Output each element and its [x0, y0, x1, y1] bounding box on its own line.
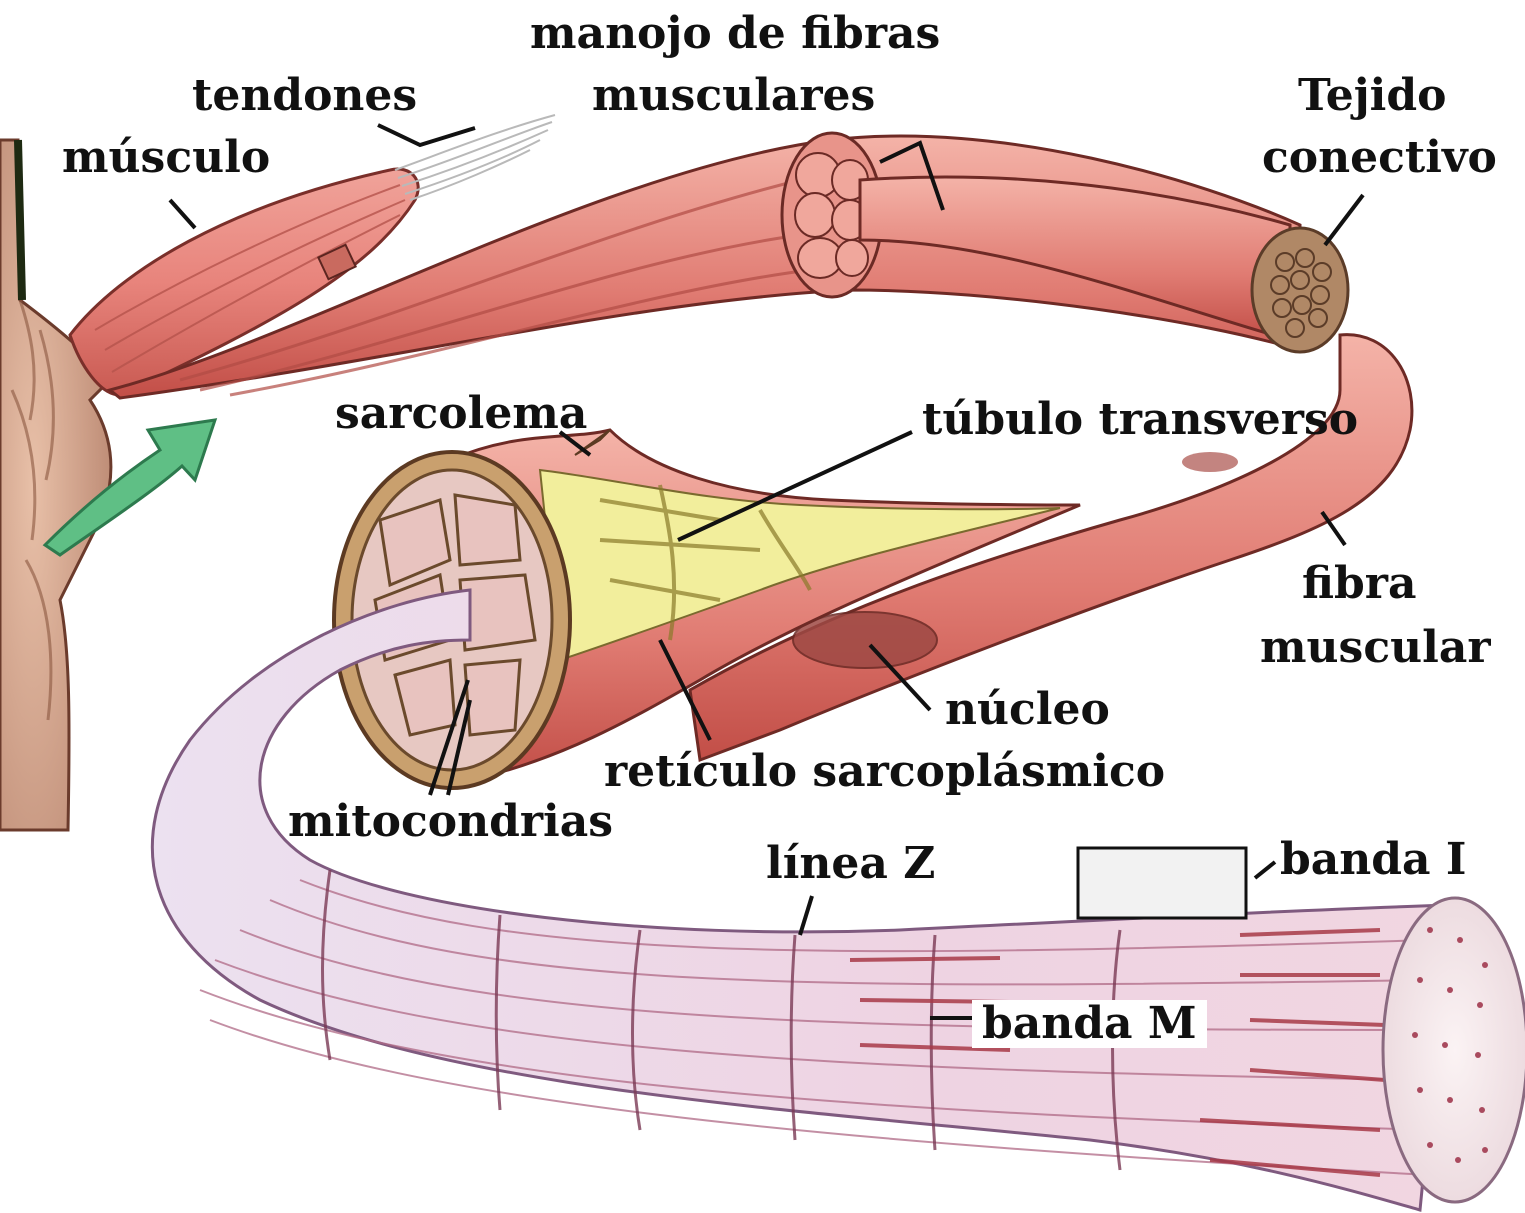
- label-mitochondria: mitocondrias: [288, 800, 613, 844]
- label-muscle: músculo: [62, 136, 270, 180]
- label-connective-line1: Tejido: [1298, 74, 1446, 118]
- label-connective-line2: conectivo: [1262, 136, 1497, 180]
- label-tendons: tendones: [192, 74, 417, 118]
- bone-joint: [0, 140, 111, 830]
- label-sarcoplasmic-reticulum: retículo sarcoplásmico: [604, 750, 1165, 794]
- label-bundle-line1: manojo de fibras: [530, 12, 940, 56]
- label-m-band: banda M: [972, 1000, 1207, 1048]
- label-z-line: línea Z: [766, 842, 935, 886]
- label-fiber-line1: fibra: [1302, 562, 1416, 606]
- label-t-tubule: túbulo transverso: [922, 398, 1358, 442]
- label-i-band: banda I: [1280, 838, 1466, 882]
- label-bundle-line2: musculares: [592, 74, 875, 118]
- label-nucleus: núcleo: [945, 688, 1110, 732]
- label-sarcolemma: sarcolema: [335, 392, 587, 436]
- label-fiber-line2: muscular: [1260, 626, 1491, 670]
- i-band-marker-box: [1078, 848, 1246, 918]
